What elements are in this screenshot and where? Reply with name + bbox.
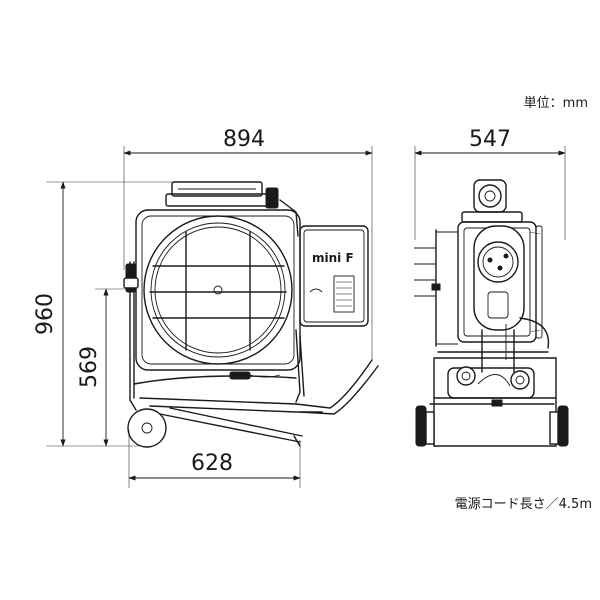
unit-note: 単位：mm	[524, 95, 588, 111]
base-width-label: 628	[191, 451, 233, 476]
brand-logo: mini F	[312, 251, 354, 265]
dimension-mid-height: 569	[77, 288, 134, 447]
total-height-label: 960	[33, 293, 58, 335]
mid-height-label: 569	[77, 346, 102, 388]
dimension-total-height: 960	[33, 181, 172, 447]
front-width-label: 894	[223, 127, 265, 152]
side-width-label: 547	[469, 127, 511, 152]
dimension-side-width: 547	[414, 127, 566, 240]
dimension-front-width: 894	[123, 127, 373, 360]
side-view	[414, 179, 569, 447]
cord-length-note: 電源コード長さ／4.5m	[455, 497, 592, 512]
dimension-base-width: 628	[128, 430, 301, 488]
front-view: mini F	[123, 181, 379, 448]
